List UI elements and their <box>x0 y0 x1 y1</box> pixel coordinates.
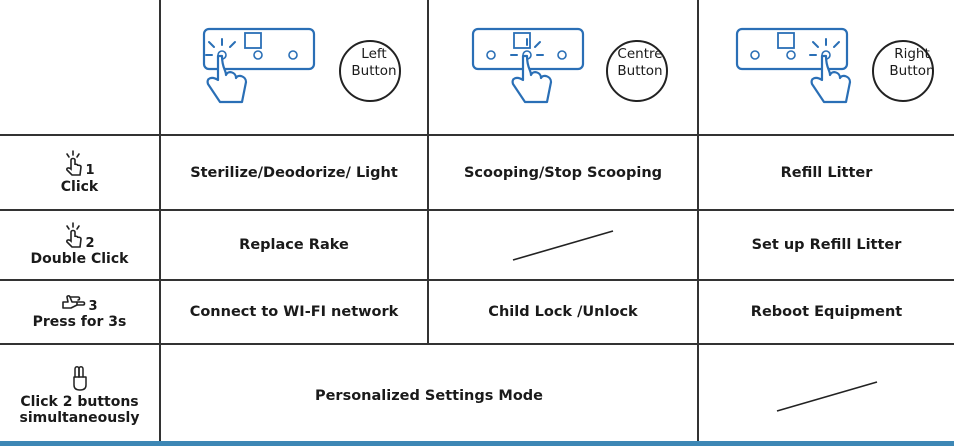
action-label: Press for 3s <box>32 314 127 331</box>
bottom-accent-bar <box>0 441 954 446</box>
right-button-illustration-icon <box>735 27 934 104</box>
action-label: Double Click <box>30 251 129 268</box>
header-button-label-line1: Centre <box>617 46 663 62</box>
action-count: 3 <box>88 298 98 314</box>
press-hold-icon <box>62 295 86 310</box>
centre-button-illustration-icon <box>471 27 668 104</box>
header-button-label-line2: Button <box>351 62 397 79</box>
cell-left-press: Connect to WI-FI network <box>159 279 427 343</box>
action-click: 1 Click <box>0 134 159 209</box>
header-right-button: Right Button <box>697 0 954 134</box>
cell-centre-double-click-none <box>427 209 697 279</box>
action-label-line2: simultaneously <box>19 410 140 426</box>
header-button-label-line1: Left <box>361 46 387 62</box>
cell-centre-click: Scooping/Stop Scooping <box>427 134 697 209</box>
action-double-click: 2 Double Click <box>0 209 159 279</box>
action-label: Click <box>60 178 99 195</box>
cell-left-double-click: Replace Rake <box>159 209 427 279</box>
cell-left-click: Sterilize/Deodorize/ Light <box>159 134 427 209</box>
header-button-label-line2: Button <box>889 62 935 79</box>
action-press-3s: 3 Press for 3s <box>0 279 159 343</box>
not-applicable-slash-icon <box>776 380 877 412</box>
single-tap-icon <box>66 150 83 176</box>
not-applicable-slash-icon <box>512 230 614 261</box>
cell-right-press: Reboot Equipment <box>697 279 954 343</box>
header-centre-button: Centre Button <box>427 0 697 134</box>
cell-left-centre-two-buttons: Personalized Settings Mode <box>159 343 697 446</box>
cell-right-two-buttons-none <box>697 343 954 446</box>
two-finger-icon <box>72 365 87 391</box>
corner-cell <box>0 0 159 134</box>
action-label: Click 2 buttons <box>20 393 139 410</box>
action-count: 1 <box>85 163 95 179</box>
header-left-button: Left Button <box>159 0 427 134</box>
double-tap-icon <box>66 222 83 249</box>
left-button-illustration-icon <box>202 27 401 104</box>
action-count: 2 <box>85 235 95 251</box>
cell-right-double-click: Set up Refill Litter <box>697 209 954 279</box>
cell-right-click: Refill Litter <box>697 134 954 209</box>
action-two-buttons: Click 2 buttons simultaneously <box>0 343 159 446</box>
cell-centre-press: Child Lock /Unlock <box>427 279 697 343</box>
header-button-label-line2: Button <box>617 62 663 79</box>
header-button-label-line1: Right <box>894 46 930 62</box>
